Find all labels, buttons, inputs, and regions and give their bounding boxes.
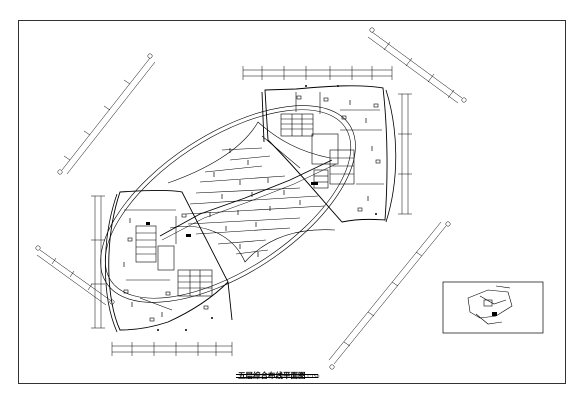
corridor-upper-edge xyxy=(167,121,331,184)
corridor-lower-edge xyxy=(169,226,336,263)
drawing-title-block: 五层综合布线平面图1:150 xyxy=(238,363,319,382)
right-core xyxy=(280,113,355,189)
cable-runs xyxy=(185,135,325,255)
outlet-boxes xyxy=(123,95,381,322)
outlets xyxy=(123,100,373,317)
drawing-title: 五层综合布线平面图 xyxy=(238,371,306,380)
key-plan xyxy=(442,281,544,334)
backbone-cable xyxy=(159,159,333,237)
dimensions xyxy=(36,31,463,365)
title-underline xyxy=(236,374,318,375)
left-core xyxy=(135,225,213,297)
title-underline-thin xyxy=(236,376,318,378)
left-wing-outline xyxy=(108,190,229,331)
atrium-ring xyxy=(100,105,356,303)
sheet-border xyxy=(18,20,566,384)
drawing-scale: 1:150 xyxy=(306,375,320,380)
grid-bubbles xyxy=(35,27,467,370)
right-wing-outline xyxy=(264,85,388,223)
